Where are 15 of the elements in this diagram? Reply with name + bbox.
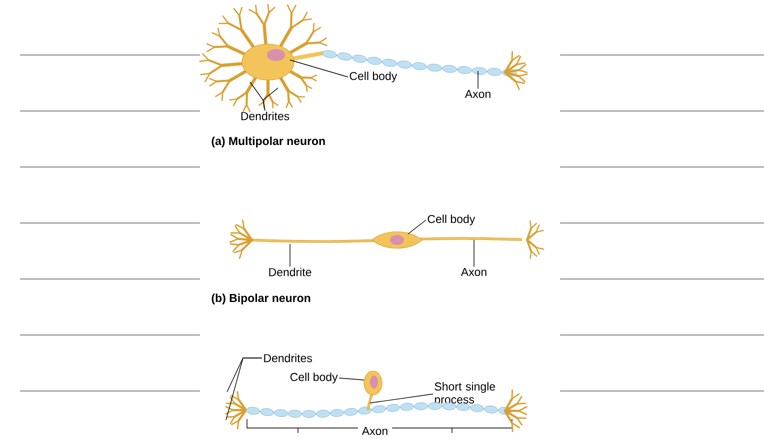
label-text: Cell body xyxy=(428,214,476,226)
label-text: Axon xyxy=(460,268,486,276)
label-text: Dendrites xyxy=(241,112,290,120)
leader-line xyxy=(370,394,434,404)
leader-line xyxy=(338,378,364,380)
label-text: Dendrite xyxy=(269,268,312,276)
label-text: Dendrites xyxy=(264,354,312,362)
panel-caption: (b) Bipolar neuron xyxy=(212,294,310,304)
multipolar-neuron-drawing xyxy=(199,4,528,112)
leader-line xyxy=(226,358,262,420)
leader-line xyxy=(262,88,278,111)
leader-line xyxy=(408,220,426,234)
leader-line xyxy=(290,60,348,78)
bracket-label: Axon xyxy=(358,426,392,436)
panel-caption: (a) Multipolar neuron xyxy=(212,136,325,148)
